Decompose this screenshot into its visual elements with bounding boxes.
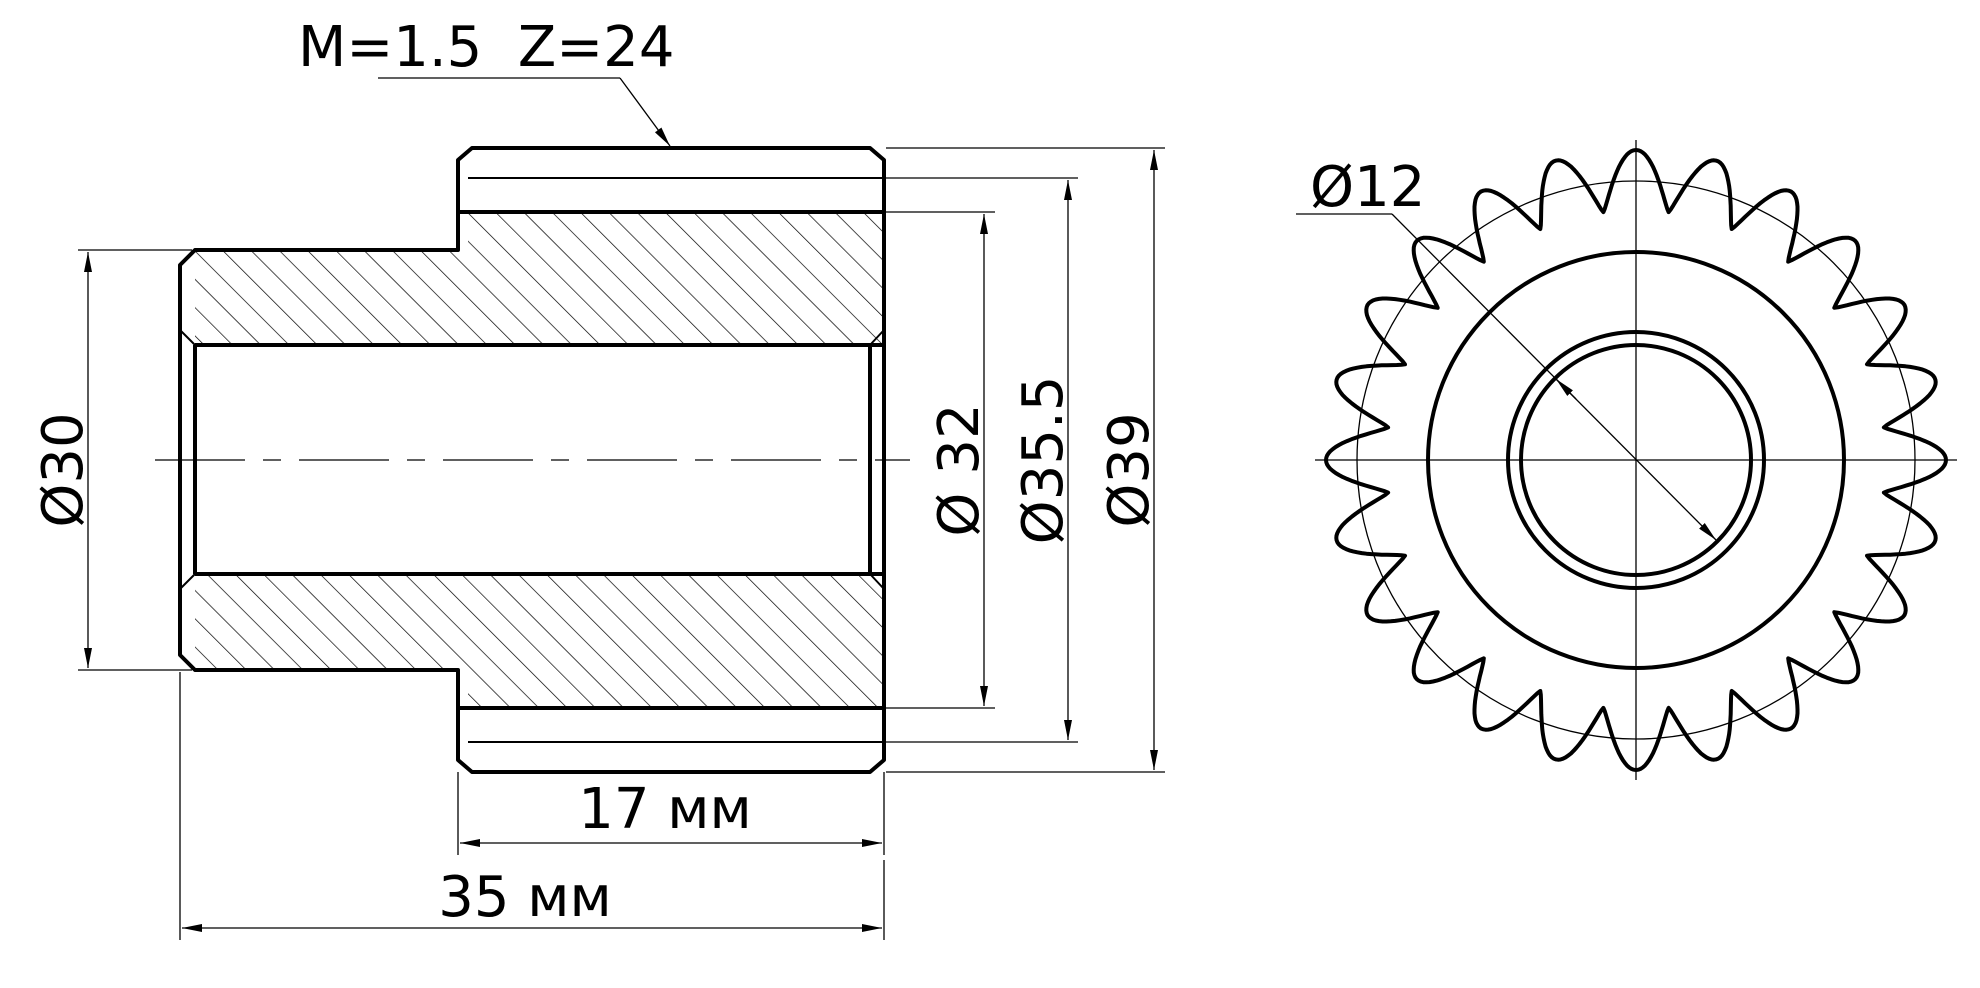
section-outline	[178, 146, 886, 774]
section-view	[155, 146, 910, 774]
dim-len35-label: 35 мм	[438, 865, 612, 930]
root-lines	[468, 177, 884, 743]
hatch-upper	[195, 212, 884, 345]
spec-leader	[619, 77, 671, 147]
bore-outline	[193, 343, 884, 576]
gear-spec-label: M=1.5 Z=24	[298, 15, 674, 80]
step-lines	[458, 210, 884, 710]
dimensions: Ø30 Ø 32 Ø35.5 Ø39 17 мм 35 мм M=1.5 Z=2…	[31, 15, 1165, 940]
dim-d32-label: Ø 32	[927, 403, 992, 536]
dim-len17-label: 17 мм	[578, 777, 752, 842]
dim-d39-label: Ø39	[1097, 412, 1162, 527]
dim-d12-label: Ø12	[1310, 155, 1425, 220]
hatch-lower	[195, 574, 884, 708]
dim-d30-label: Ø30	[31, 412, 96, 527]
dim-d35-5-label: Ø35.5	[1011, 376, 1076, 545]
bore-chamfers	[179, 329, 885, 590]
end-view: Ø12	[1296, 140, 1957, 780]
dim-line-d12	[1391, 213, 1717, 541]
